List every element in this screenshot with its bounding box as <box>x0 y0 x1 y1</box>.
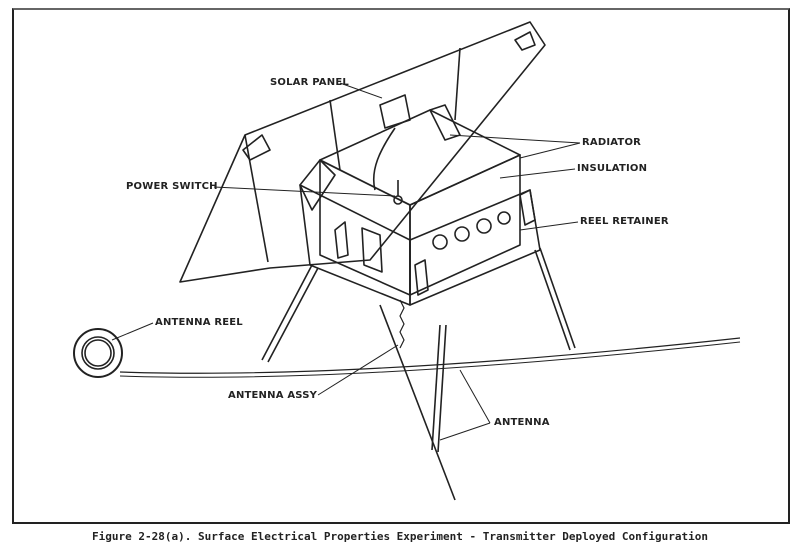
label-antenna-reel: ANTENNA REEL <box>155 317 243 328</box>
legs <box>261 247 576 501</box>
transmitter-body <box>299 104 541 306</box>
figure-caption: Figure 2-28(a). Surface Electrical Prope… <box>92 530 708 543</box>
label-antenna-assy: ANTENNA ASSY <box>228 390 318 401</box>
label-power-switch: POWER SWITCH <box>126 181 218 192</box>
label-reel-retainer: REEL RETAINER <box>580 216 669 227</box>
solar-panel <box>179 21 546 283</box>
antenna-wire <box>119 337 741 378</box>
label-antenna: ANTENNA <box>494 417 550 428</box>
leader-lines <box>111 82 581 441</box>
antenna-reel <box>73 328 123 378</box>
figure-frame <box>12 8 790 524</box>
label-radiator: RADIATOR <box>582 137 642 148</box>
label-insulation: INSULATION <box>577 163 648 174</box>
label-solar-panel: SOLAR PANEL <box>270 77 349 88</box>
